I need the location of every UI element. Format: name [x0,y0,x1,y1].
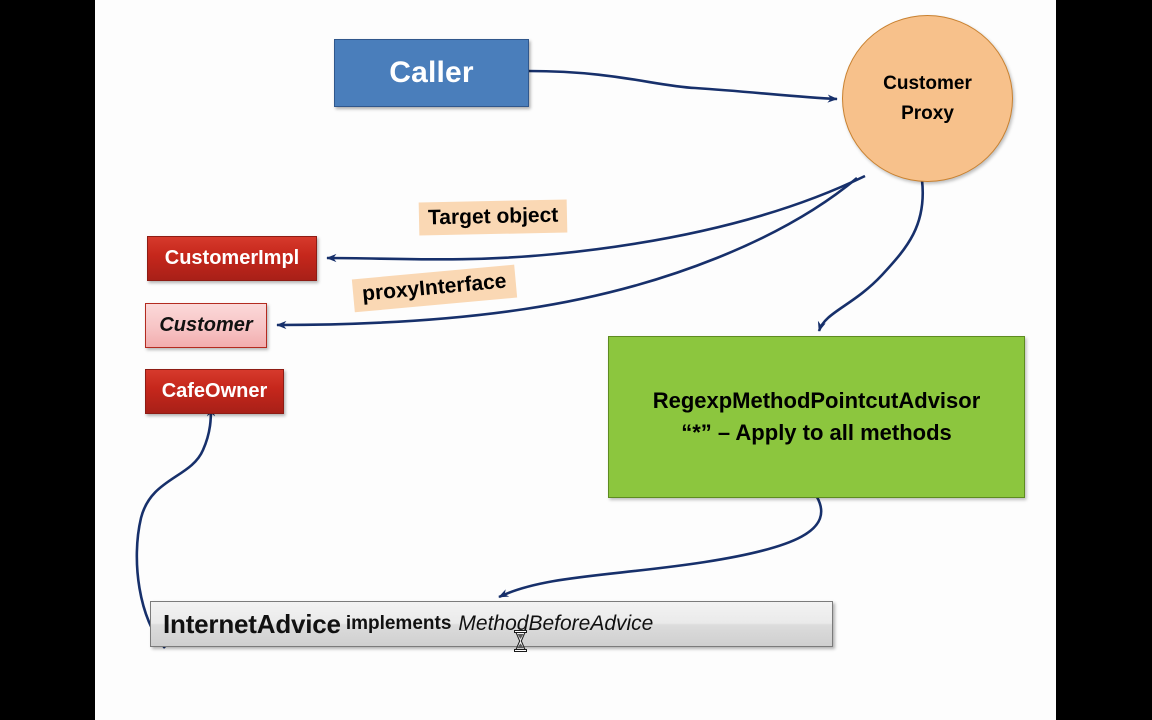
annotation-proxy-interface: proxyInterface [351,264,517,313]
node-internet-advice-class: InternetAdvice [163,608,341,639]
node-customer-impl-label: CustomerImpl [164,247,300,269]
node-customer-interface-label: Customer [159,314,253,336]
letterbox-bar-left [0,0,95,720]
arrow-caller-to-proxy [527,69,838,103]
annotation-proxy-interface-label: proxyInterface [361,269,508,306]
node-customer-proxy-line1: Customer [883,73,972,95]
letterbox-bar-right [1056,0,1152,720]
node-customer-impl[interactable]: CustomerImpl [147,236,317,281]
node-internet-advice[interactable]: InternetAdvice implements MethodBeforeAd… [150,601,833,647]
diagram-slide: Caller Customer Proxy CustomerImpl Custo… [95,0,1056,720]
node-caller-label: Caller [389,56,474,89]
node-internet-advice-interface: MethodBeforeAdvice [458,612,654,635]
node-customer-interface[interactable]: Customer [145,303,267,348]
node-advisor-line1: RegexpMethodPointcutAdvisor [652,388,981,414]
arrow-proxy-to-customerimpl [326,174,866,263]
node-cafe-owner[interactable]: CafeOwner [145,369,284,414]
arrow-advisor-to-internetadvice [498,496,823,599]
annotation-target-object: Target object [418,199,568,236]
node-internet-advice-keyword: implements [345,613,452,634]
arrow-proxy-to-advisor [817,179,925,332]
annotation-target-object-label: Target object [427,203,559,230]
node-customer-proxy[interactable]: Customer Proxy [842,15,1013,182]
node-cafe-owner-label: CafeOwner [161,380,268,402]
node-advisor-line2: “*” – Apply to all methods [681,420,952,445]
node-regexp-method-pointcut-advisor[interactable]: RegexpMethodPointcutAdvisor “*” – Apply … [608,336,1025,498]
node-customer-proxy-line2: Proxy [901,102,954,124]
node-caller[interactable]: Caller [334,39,529,107]
